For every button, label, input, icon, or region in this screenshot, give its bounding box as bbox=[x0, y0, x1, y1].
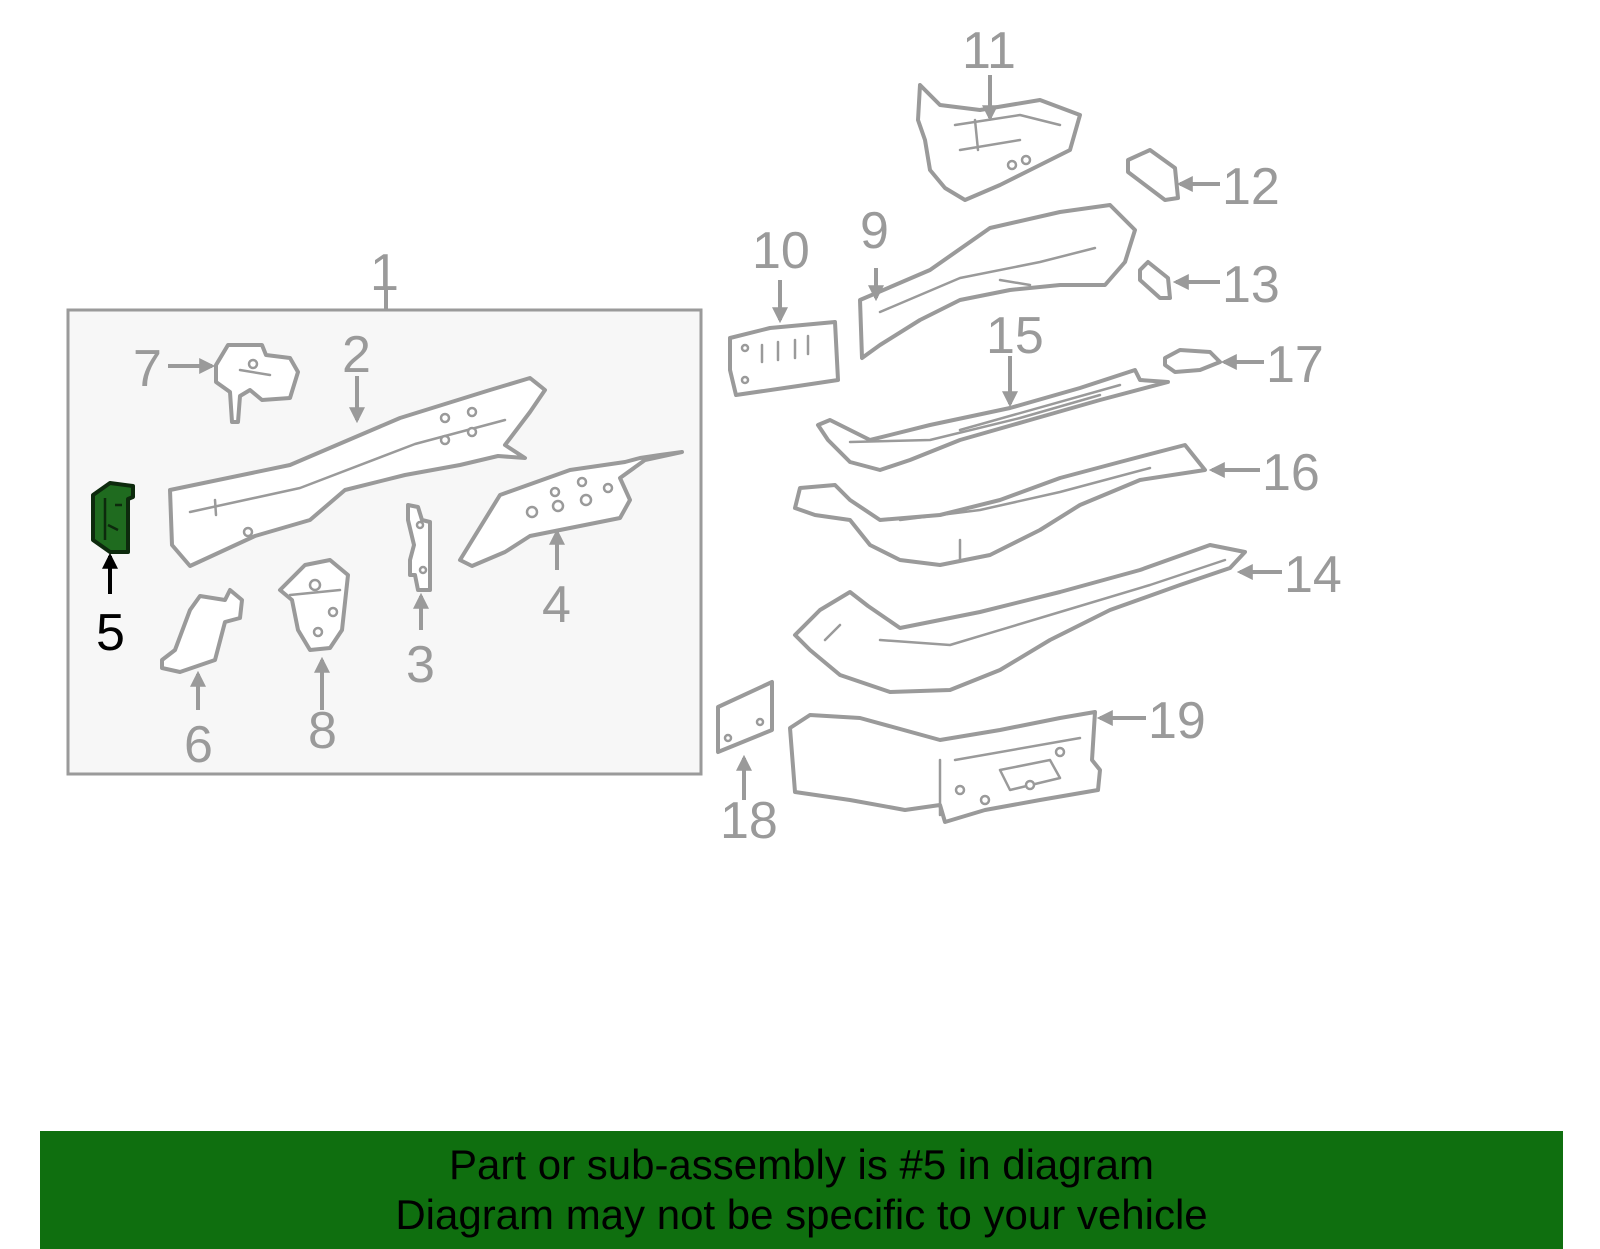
callout-3[interactable]: 3 bbox=[406, 636, 435, 694]
callout-9[interactable]: 9 bbox=[860, 202, 889, 260]
part-13[interactable] bbox=[1138, 260, 1172, 300]
callout-16[interactable]: 16 bbox=[1262, 444, 1320, 502]
callout-15[interactable]: 15 bbox=[986, 307, 1044, 365]
callout-2[interactable]: 2 bbox=[342, 326, 371, 384]
part-5-highlighted[interactable] bbox=[91, 481, 135, 554]
part-19[interactable] bbox=[788, 710, 1102, 824]
callout-6[interactable]: 6 bbox=[184, 716, 213, 774]
part-10[interactable] bbox=[728, 320, 840, 397]
part-18[interactable] bbox=[716, 680, 774, 754]
callout-19[interactable]: 19 bbox=[1148, 692, 1206, 750]
callout-5[interactable]: 5 bbox=[96, 604, 125, 662]
part-3[interactable] bbox=[406, 503, 432, 592]
parts-diagram: 1 7 2 5 6 8 3 bbox=[66, 22, 1342, 850]
part-11[interactable] bbox=[916, 83, 1082, 202]
part-6[interactable] bbox=[160, 588, 244, 674]
part-9[interactable] bbox=[858, 203, 1137, 360]
callout-13[interactable]: 13 bbox=[1222, 256, 1280, 314]
info-banner: Part or sub-assembly is #5 in diagram Di… bbox=[40, 1131, 1563, 1249]
callout-7[interactable]: 7 bbox=[133, 340, 162, 398]
callout-4[interactable]: 4 bbox=[542, 576, 571, 634]
callout-11[interactable]: 11 bbox=[962, 22, 1016, 80]
part-12[interactable] bbox=[1126, 148, 1180, 202]
callout-17[interactable]: 17 bbox=[1266, 336, 1324, 394]
part-16[interactable] bbox=[793, 443, 1207, 567]
part-14[interactable] bbox=[793, 543, 1247, 694]
part-15[interactable] bbox=[816, 368, 1170, 472]
part-2[interactable] bbox=[168, 376, 547, 568]
callout-10[interactable]: 10 bbox=[752, 222, 810, 280]
part-7[interactable] bbox=[214, 343, 300, 424]
callout-14[interactable]: 14 bbox=[1284, 546, 1342, 604]
part-8[interactable] bbox=[278, 558, 350, 652]
callout-1[interactable]: 1 bbox=[370, 244, 399, 302]
banner-line-1: Part or sub-assembly is #5 in diagram bbox=[449, 1141, 1154, 1188]
banner-line-2: Diagram may not be specific to your vehi… bbox=[395, 1191, 1208, 1238]
callout-12[interactable]: 12 bbox=[1222, 158, 1280, 216]
part-17[interactable] bbox=[1163, 348, 1222, 374]
part-4[interactable] bbox=[458, 450, 684, 568]
callout-18[interactable]: 18 bbox=[720, 792, 778, 850]
callout-8[interactable]: 8 bbox=[308, 702, 337, 760]
